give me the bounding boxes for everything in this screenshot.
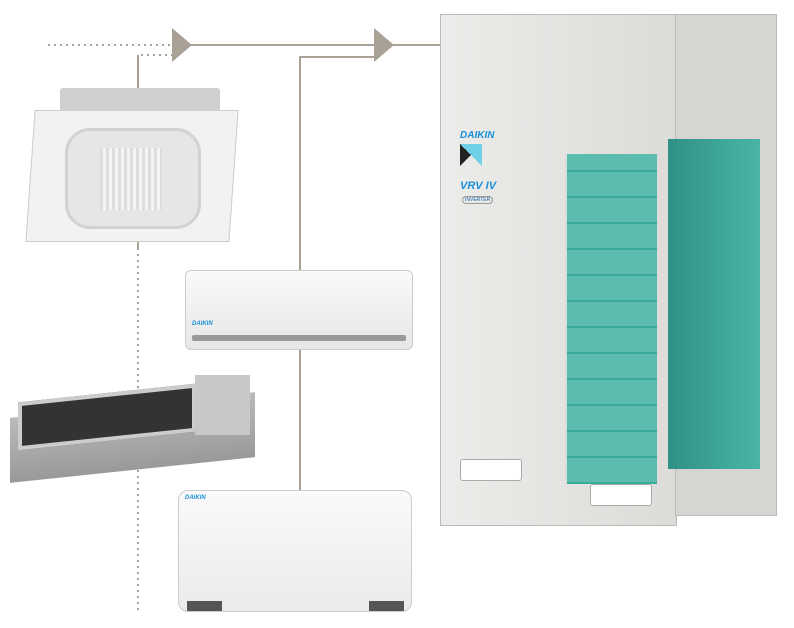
ceiling-cassette-unit (25, 88, 239, 242)
arrow-icon (374, 28, 394, 62)
brand-logo: DAIKIN (185, 495, 206, 501)
arrow-icon (172, 28, 192, 62)
wall-mounted-unit: DAIKIN (185, 270, 413, 350)
brand-logo: DAIKIN (192, 321, 213, 327)
floor-standing-unit: DAIKIN (178, 490, 412, 612)
ducted-unit (10, 375, 255, 483)
inverter-label: INVERTER (462, 196, 494, 204)
outdoor-unit: DAIKIN VRV IV INVERTER (440, 14, 777, 526)
brand-logo: DAIKIN (460, 130, 495, 141)
model-label: VRV IV (460, 180, 497, 192)
